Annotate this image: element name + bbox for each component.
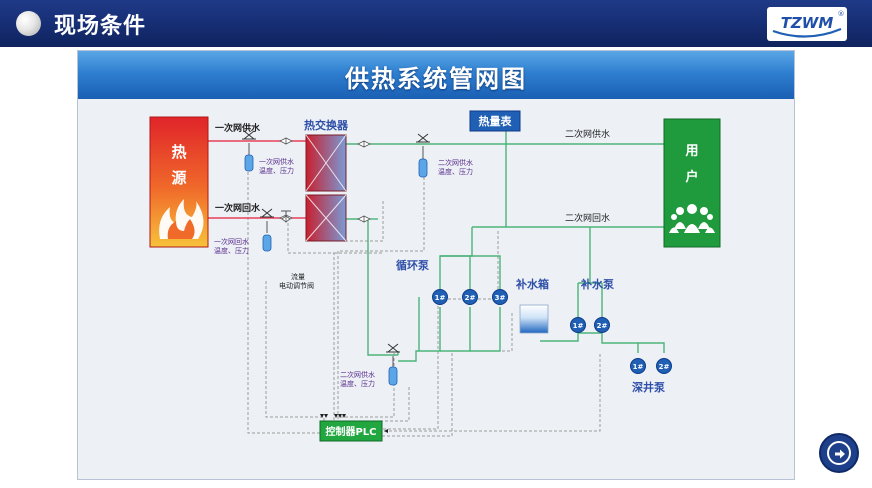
heat-meter: 热量表: [469, 110, 521, 132]
user-label-2: 户: [685, 169, 698, 185]
primary-supply-sensor-label-1: 一次网供水: [259, 157, 294, 166]
secondary-supply-sensor-bottom-label-2: 温度、压力: [340, 379, 375, 388]
heat-exchanger: 热交换器: [304, 118, 349, 242]
makeup-pump-1-label: 1#: [573, 322, 584, 330]
circulation-pump-1: 1#: [432, 289, 448, 305]
plc-label: 控制器PLC: [325, 425, 376, 438]
heat-source: 热 源: [149, 116, 209, 248]
heating-network-diagram: 热 源 热交换器: [149, 110, 721, 442]
primary-return-label: 一次网回水: [215, 202, 261, 214]
makeup-pumps: 1# 2#: [570, 317, 610, 333]
makeup-pump-1: 1#: [570, 317, 586, 333]
primary-return-sensor-label-1: 一次网回水: [214, 237, 249, 246]
sensor-secondary-supply-bottom: [386, 343, 400, 386]
users-icon: [669, 204, 715, 233]
control-signal-lines: [247, 167, 601, 437]
secondary-supply-sensor-bottom-label-1: 二次网供水: [340, 370, 375, 379]
sensor-primary-return: [260, 208, 274, 252]
sensor-primary-supply: [242, 130, 256, 172]
secondary-supply-sensor-top-label-1: 二次网供水: [438, 158, 473, 167]
diagram-frame: 供热系统管网图: [77, 50, 795, 480]
primary-supply-sensor-label-2: 温度、压力: [259, 166, 294, 175]
makeup-pump-2-label: 2#: [597, 322, 608, 330]
plc-input-arrows: [320, 414, 388, 433]
primary-return-sensor-label-2: 温度、压力: [214, 246, 249, 255]
makeup-pump-label: 补水泵: [580, 277, 614, 291]
deep-well-pump-1: 1#: [630, 358, 646, 374]
deep-well-pump-1-label: 1#: [633, 363, 644, 371]
circulation-pump-3-label: 3#: [495, 294, 506, 302]
header-bar: 现场条件 TZWM ®: [0, 0, 872, 47]
flow-valve-label-2: 电动调节阀: [279, 281, 314, 290]
circulation-pump-1-label: 1#: [435, 294, 446, 302]
deep-well-pump-2-label: 2#: [659, 363, 670, 371]
circulation-pumps: 1# 2# 3#: [432, 289, 508, 305]
circulation-pump-3: 3#: [492, 289, 508, 305]
circulation-pump-2: 2#: [462, 289, 478, 305]
makeup-pump-2: 2#: [594, 317, 610, 333]
secondary-return-label: 二次网回水: [565, 212, 610, 224]
circulation-pump-label: 循环泵: [396, 258, 429, 272]
deep-well-pump-label: 深井泵: [632, 380, 665, 394]
heat-exchanger-label: 热交换器: [304, 118, 349, 132]
valve-primary-supply: [279, 137, 293, 145]
valve-secondary-supply: [357, 140, 371, 148]
arrow-right-circle-icon: [827, 441, 851, 465]
flow-control-valve: [281, 210, 291, 223]
flame-icon: [159, 199, 204, 239]
secondary-supply-label: 二次网供水: [565, 128, 610, 140]
primary-supply-label: 一次网供水: [215, 122, 261, 134]
valve-secondary-return: [357, 215, 371, 223]
circulation-pump-2-label: 2#: [465, 294, 476, 302]
diagram-title: 供热系统管网图: [345, 65, 527, 93]
deep-well-pump-2: 2#: [656, 358, 672, 374]
sphere-bullet-icon: [16, 11, 41, 36]
diagram-labels: 一次网供水 一次网回水 一次网供水 温度、压力 一次网回水 温度、压力 二次网供…: [214, 122, 665, 394]
heat-source-label-1: 热: [171, 143, 186, 161]
logo-mark: ®: [838, 10, 845, 18]
secondary-supply-sensor-top-label-2: 温度、压力: [438, 167, 473, 176]
next-button[interactable]: [819, 433, 859, 473]
page-title: 现场条件: [54, 14, 147, 39]
flow-valve-label-1: 流量: [291, 272, 305, 281]
logo-text: TZWM: [781, 14, 834, 32]
diagram-banner: 供热系统管网图: [78, 51, 794, 99]
makeup-water-tank: [519, 304, 549, 334]
heat-meter-label: 热量表: [479, 114, 513, 128]
plc-controller: 控制器PLC: [319, 420, 383, 442]
heat-source-label-2: 源: [171, 169, 186, 187]
secondary-network-lines: [346, 124, 665, 362]
user-box: 用 户: [663, 118, 721, 248]
sensor-secondary-supply-top: [416, 133, 430, 178]
user-label-1: 用: [684, 144, 698, 159]
makeup-tank-label: 补水箱: [515, 277, 549, 291]
deep-well-pumps: 1# 2#: [630, 358, 672, 374]
company-logo: TZWM ®: [767, 7, 847, 41]
